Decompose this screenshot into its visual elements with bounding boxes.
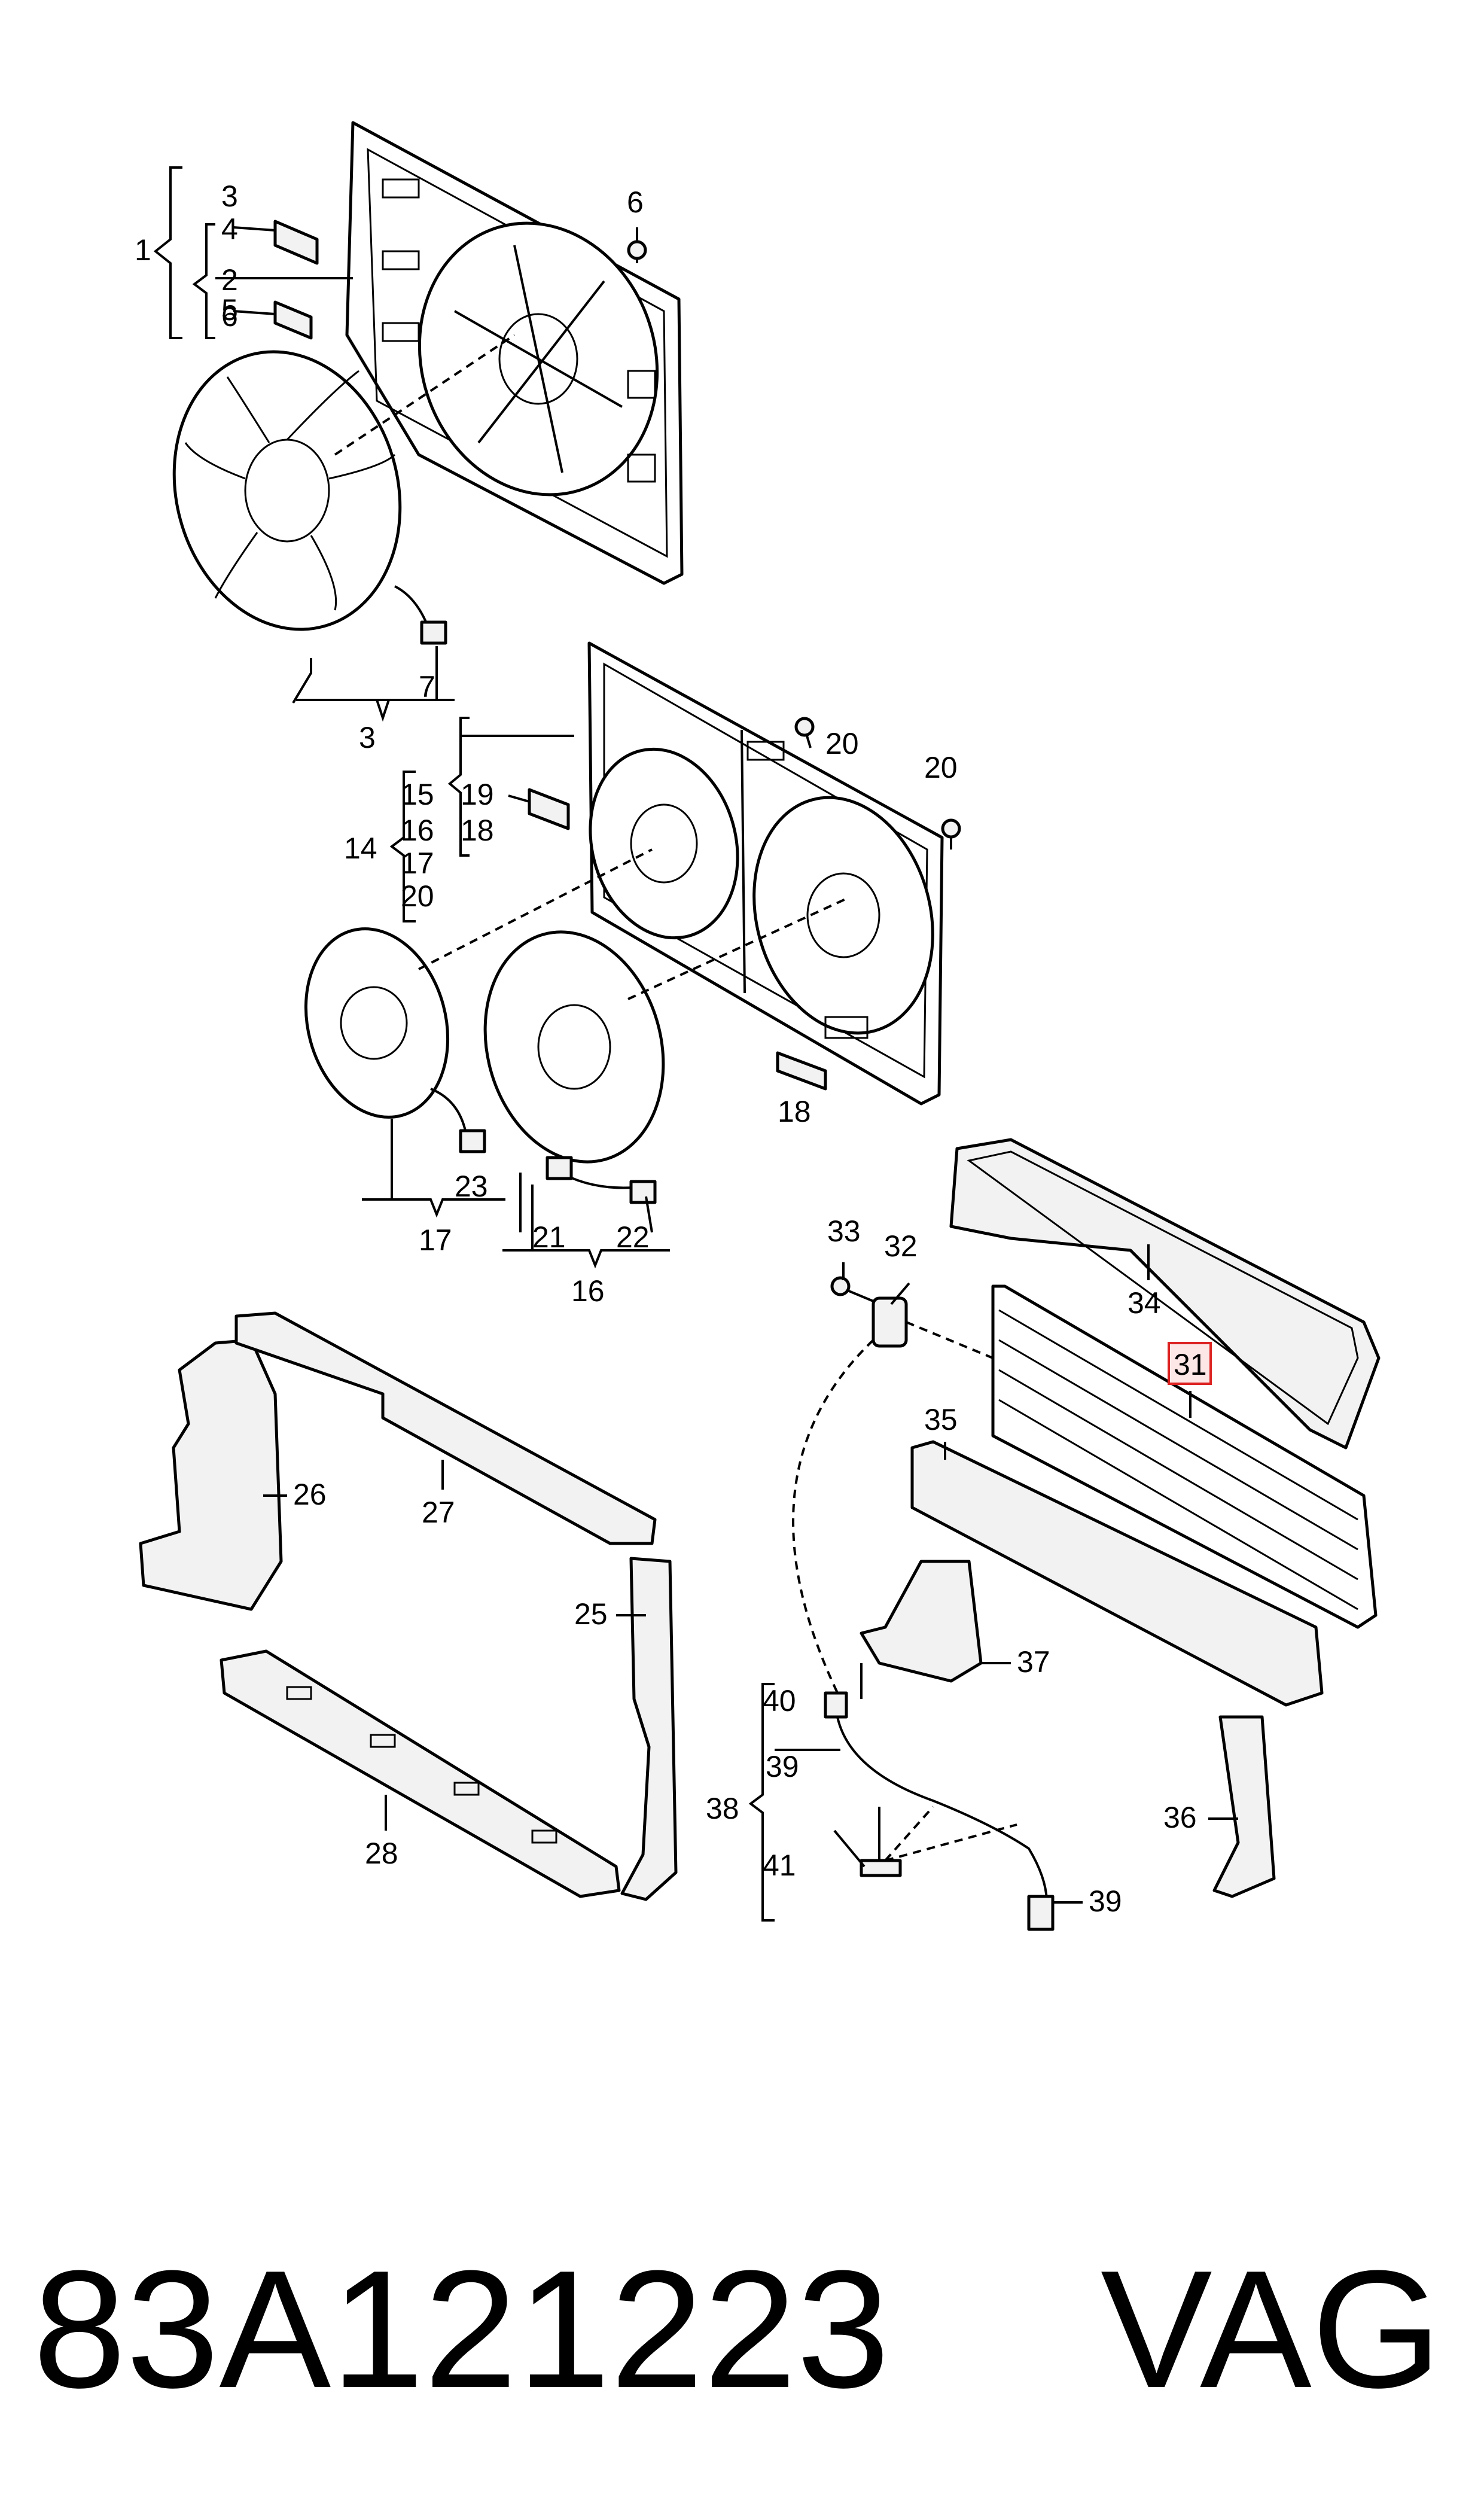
wiring-harness-38 — [824, 1691, 1055, 1931]
label-20: 20 — [401, 879, 434, 913]
label-20c: 20 — [924, 751, 958, 784]
air-deflector-27 — [234, 1311, 657, 1545]
label-7: 7 — [419, 670, 435, 704]
bracket-group-1 — [153, 166, 455, 722]
clip-part-4 — [273, 220, 319, 265]
label-4: 4 — [221, 212, 238, 246]
label-19: 19 — [461, 778, 494, 811]
label-3b: 3 — [359, 721, 376, 754]
assembly-line-mid-b — [627, 896, 850, 1000]
wiring-dash-line — [792, 1339, 874, 1706]
air-deflector-28 — [220, 1649, 621, 1898]
label-23: 23 — [455, 1170, 488, 1203]
fan-wheel-large — [172, 350, 447, 645]
label-39: 39 — [766, 1750, 799, 1783]
clip-part-18 — [776, 1051, 827, 1091]
label-27: 27 — [422, 1496, 455, 1529]
fan-shroud-double — [587, 641, 944, 1106]
label-6: 6 — [221, 299, 238, 333]
assembly-line-mid-a — [418, 848, 653, 970]
fan-wheel-small-right — [483, 930, 665, 1204]
label-25: 25 — [574, 1597, 608, 1631]
air-duct-upper-34 — [949, 1138, 1381, 1450]
air-guide-37 — [860, 1560, 983, 1683]
label-18: 18 — [461, 814, 494, 847]
label-40: 40 — [763, 1684, 796, 1718]
air-guide-36 — [1212, 1715, 1276, 1898]
fan-wheel-small-left — [304, 927, 486, 1153]
label-17b: 17 — [419, 1223, 452, 1257]
highlight-box — [1168, 1342, 1212, 1385]
brand-name: VAG — [1101, 2236, 1442, 2423]
screw-part-6 — [627, 227, 647, 263]
label-5: 5 — [221, 293, 238, 327]
air-guide-26 — [139, 1338, 283, 1611]
label-16: 16 — [401, 814, 434, 847]
bracket-group-14 — [362, 717, 670, 1269]
label-35: 35 — [924, 1403, 958, 1436]
label-38: 38 — [706, 1792, 739, 1825]
part-number: 83A121223 — [33, 2236, 890, 2423]
label-41: 41 — [763, 1849, 796, 1882]
label-3: 3 — [221, 179, 238, 213]
label-18b: 18 — [778, 1095, 811, 1128]
label-20b: 20 — [825, 727, 859, 760]
label-17: 17 — [401, 847, 434, 880]
label-31: 31 — [1174, 1348, 1207, 1381]
label-14: 14 — [344, 832, 377, 865]
label-16b: 16 — [571, 1274, 605, 1308]
label-1: 1 — [135, 233, 151, 267]
label-21: 21 — [532, 1220, 566, 1254]
label-32: 32 — [884, 1229, 918, 1263]
leader-lines — [263, 1244, 1238, 1904]
bracket-group-38 — [748, 1683, 840, 1922]
label-37: 37 — [1017, 1645, 1050, 1679]
label-26: 26 — [293, 1478, 327, 1511]
label-34: 34 — [1128, 1286, 1161, 1320]
air-guide-25 — [620, 1557, 678, 1901]
callout-labels: 1 3 2 6 4 5 6 7 3 14 15 16 17 20 19 18 2… — [135, 179, 1207, 1918]
label-28: 28 — [365, 1837, 398, 1870]
label-33: 33 — [827, 1214, 861, 1248]
label-36: 36 — [1163, 1801, 1197, 1834]
screw-part-20-a — [794, 717, 815, 748]
shutter-frame-31 — [991, 1284, 1378, 1629]
clip-part-5 — [273, 300, 313, 340]
screw-part-20-b — [941, 818, 961, 850]
servo-motor-32 — [871, 1296, 994, 1359]
label-6b: 6 — [627, 185, 644, 219]
screw-part-33 — [830, 1276, 874, 1302]
assembly-line-top — [334, 334, 516, 456]
label-22: 22 — [616, 1220, 650, 1254]
label-15: 15 — [401, 778, 434, 811]
label-2: 2 — [221, 263, 238, 297]
air-guide-35 — [910, 1440, 1324, 1707]
label-39b: 39 — [1089, 1884, 1122, 1918]
fan-shroud-single — [345, 121, 684, 585]
clip-part-19 — [528, 788, 570, 830]
